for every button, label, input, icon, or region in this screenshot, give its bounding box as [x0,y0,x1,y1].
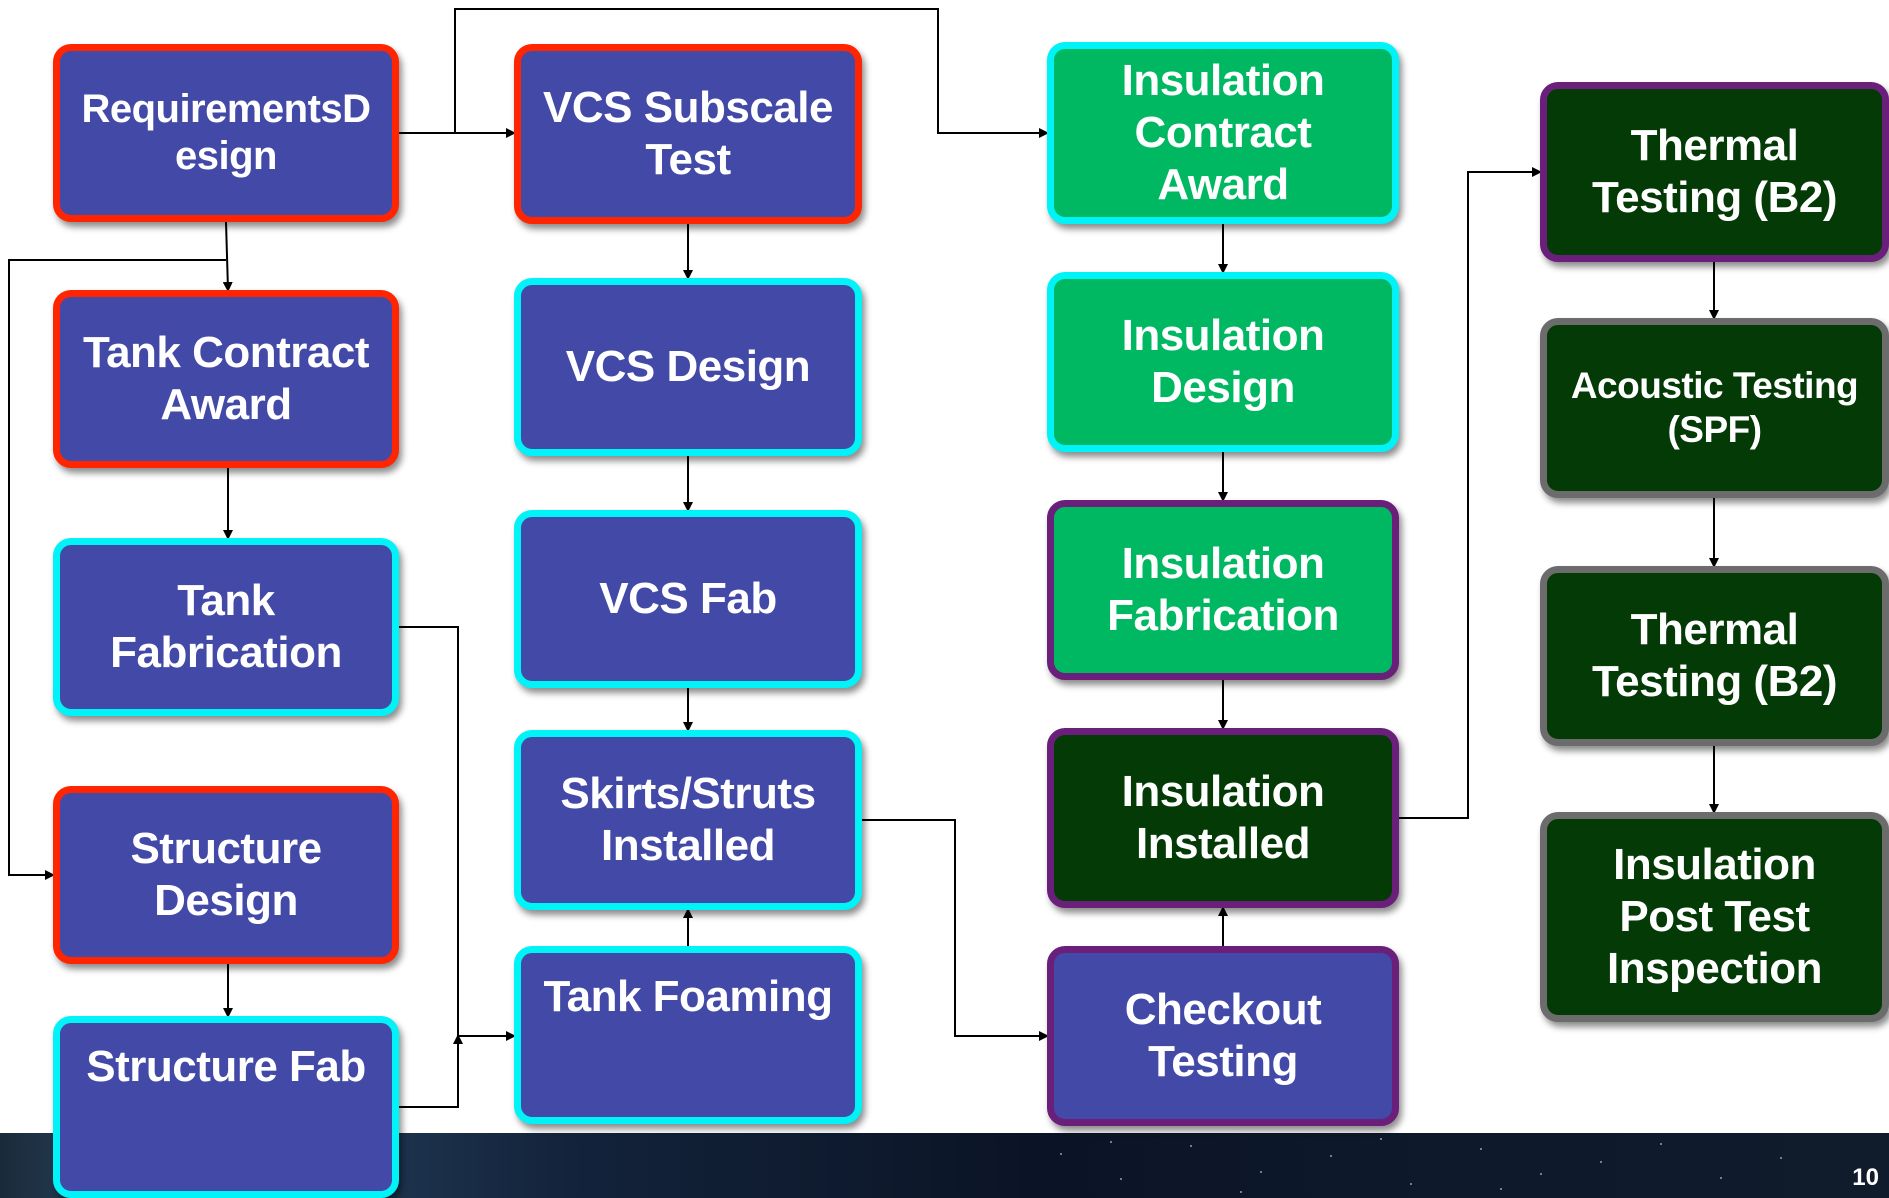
node-vcs-design: VCS Design [514,278,862,456]
node-label: VCS Design [565,342,811,392]
node-vcs-fab: VCS Fab [514,510,862,688]
node-insulation-fabrication: Insulation Fabrication [1047,500,1399,680]
node-structure-fab: Structure Fab [53,1016,399,1198]
node-label: Thermal Testing (B2) [1592,605,1837,706]
star-decoration [1060,1153,1062,1155]
node-thermal-testing-b2-1: Thermal Testing (B2) [1540,82,1889,262]
node-acoustic-testing-spf: Acoustic Testing (SPF) [1540,318,1889,498]
node-label: Tank Fabrication [110,576,342,677]
node-insulation-contract-award: Insulation Contract Award [1047,42,1399,224]
node-label: Thermal Testing (B2) [1592,121,1837,222]
node-tank-foaming: Tank Foaming [514,946,862,1124]
node-label: Tank Contract Award [82,328,370,429]
node-label: Skirts/Struts Installed [560,769,816,870]
star-decoration [1780,1157,1782,1159]
node-label: RequirementsD esign [81,86,371,178]
node-label: Tank Foaming [543,972,833,1021]
node-label: Structure Design [130,824,322,925]
node-label: Insulation Installed [1121,767,1325,868]
star-decoration [1480,1148,1482,1150]
node-tank-contract-award: Tank Contract Award [53,290,399,468]
node-skirts-struts-installed: Skirts/Struts Installed [514,730,862,910]
connector-insulation-installed-to-thermal-testing-b2-1 [1399,167,1542,819]
star-decoration [1410,1183,1412,1185]
connector-structure-fab-to-tank-foaming [399,1034,463,1108]
star-decoration [1600,1161,1602,1163]
connector-requirements-design-to-tank-contract-award [222,221,233,292]
node-label: Acoustic Testing (SPF) [1570,365,1859,450]
node-insulation-design: Insulation Design [1047,272,1399,452]
node-vcs-subscale-test: VCS Subscale Test [514,44,862,224]
node-label: VCS Fab [599,574,777,624]
node-label: Insulation Post Test Inspection [1606,840,1823,993]
star-decoration [1240,1191,1242,1193]
node-label: VCS Subscale Test [543,83,833,184]
node-label: Insulation Contract Award [1121,56,1325,209]
node-structure-design: Structure Design [53,786,399,964]
star-decoration [1500,1188,1502,1190]
connector-requirements-design-to-insulation-contract-award [454,8,1049,138]
star-decoration [1110,1141,1112,1143]
node-label: Insulation Design [1121,311,1325,412]
node-insulation-installed: Insulation Installed [1047,728,1399,908]
node-label: Insulation Fabrication [1107,539,1339,640]
star-decoration [1720,1177,1722,1179]
connector-skirts-struts-installed-to-checkout-testing [862,819,1049,1041]
page-number: 10 [1852,1164,1879,1191]
star-decoration [1380,1138,1382,1140]
star-decoration [1330,1155,1332,1157]
node-checkout-testing: Checkout Testing [1047,946,1399,1126]
node-thermal-testing-b2-2: Thermal Testing (B2) [1540,566,1889,746]
node-requirements-design: RequirementsD esign [53,44,399,222]
star-decoration [1120,1178,1122,1180]
star-decoration [1660,1143,1662,1145]
star-decoration [1540,1173,1542,1175]
connector-requirements-design-to-structure-design [8,259,226,880]
star-decoration [1260,1171,1262,1173]
star-decoration [1190,1145,1192,1147]
node-insulation-post-test-inspection: Insulation Post Test Inspection [1540,812,1889,1022]
connector-tank-fabrication-to-tank-foaming [399,626,516,1041]
node-tank-fabrication: Tank Fabrication [53,538,399,716]
node-label: Structure Fab [86,1042,366,1091]
node-label: Checkout Testing [1124,985,1322,1086]
